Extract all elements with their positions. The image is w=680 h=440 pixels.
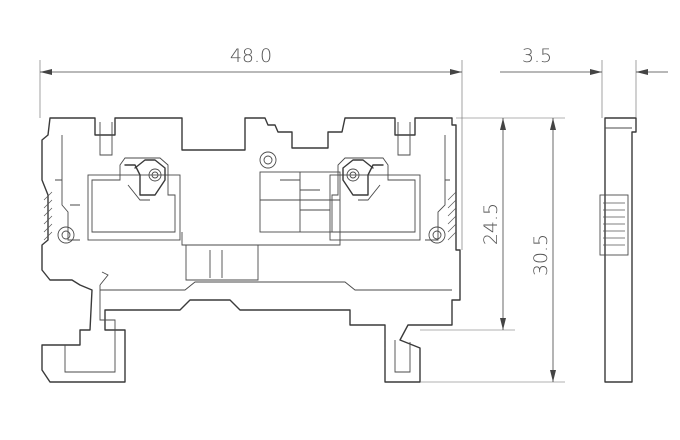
dimension-inner-height: 24.5 bbox=[420, 117, 515, 331]
side-view-outline bbox=[604, 117, 637, 383]
left-clamp-housing bbox=[87, 174, 181, 241]
front-view bbox=[41, 117, 461, 383]
dimension-side-thickness: 3.5 bbox=[500, 45, 668, 118]
dimension-label-total-height: 30.5 bbox=[530, 234, 552, 276]
left-clamp-steps bbox=[91, 157, 176, 233]
top-slot-right bbox=[397, 122, 411, 156]
terminal-body-outline bbox=[41, 117, 461, 383]
left-hole bbox=[57, 226, 75, 244]
right-spring-clip bbox=[342, 159, 384, 201]
side-view bbox=[599, 117, 637, 383]
center-slots bbox=[209, 250, 223, 278]
dimension-label-thickness: 3.5 bbox=[522, 45, 552, 67]
right-hatch bbox=[447, 191, 457, 241]
right-hook-detail bbox=[394, 340, 411, 373]
top-slot-left bbox=[99, 122, 113, 156]
dimension-overall-width: 48.0 bbox=[39, 45, 463, 250]
lower-inner-wall bbox=[100, 281, 452, 291]
center-busbar-detail bbox=[260, 172, 340, 232]
dimension-total-height: 30.5 bbox=[420, 117, 565, 383]
right-inner-wall bbox=[425, 135, 450, 241]
side-view-grip bbox=[599, 194, 629, 256]
left-hook-detail bbox=[64, 271, 116, 373]
left-hatch bbox=[43, 191, 53, 241]
side-view-grip-lines bbox=[603, 202, 625, 246]
right-hole bbox=[428, 226, 446, 244]
dimension-label-width: 48.0 bbox=[230, 45, 272, 67]
center-base-plate bbox=[181, 232, 341, 281]
center-hole bbox=[259, 151, 277, 169]
right-clamp-housing bbox=[329, 174, 421, 241]
dimension-label-inner-height: 24.5 bbox=[480, 203, 502, 245]
right-clamp-steps bbox=[331, 157, 416, 233]
left-spring-clip bbox=[124, 159, 166, 201]
left-inner-wall bbox=[55, 135, 80, 241]
